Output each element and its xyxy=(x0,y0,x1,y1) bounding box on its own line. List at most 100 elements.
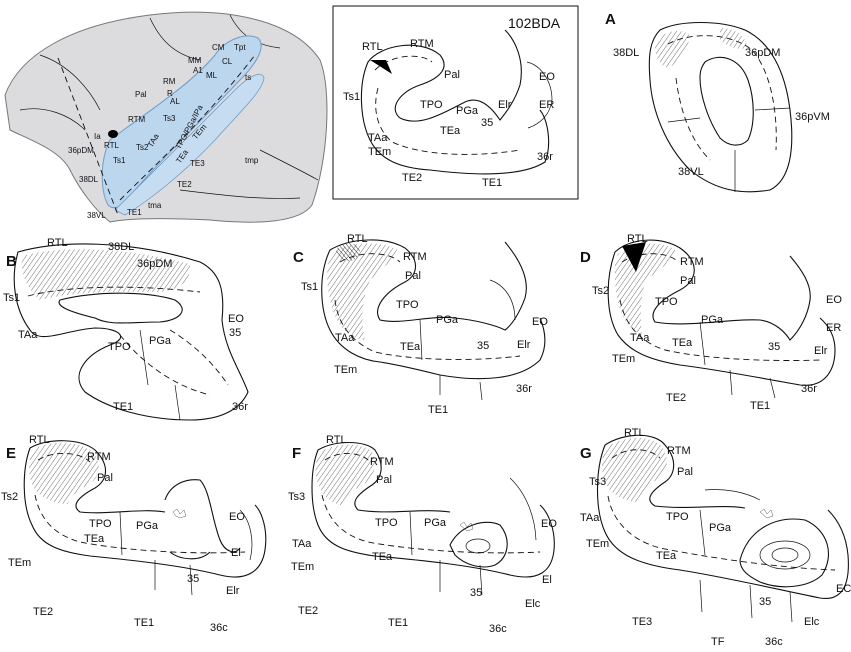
panel-label: Pal xyxy=(680,275,696,287)
panel-label: 36c xyxy=(765,636,783,648)
section-border xyxy=(119,511,193,596)
panel-label: Elc xyxy=(804,616,820,628)
panel-letter: A xyxy=(605,11,616,28)
section-outline xyxy=(23,440,267,578)
brain-label: tma xyxy=(148,201,162,210)
panel-label: 35 xyxy=(477,340,489,352)
panel-label: TEm xyxy=(334,364,357,376)
inset-label: EO xyxy=(539,71,555,83)
section-dash xyxy=(667,35,777,161)
panel-label: 35 xyxy=(229,327,241,339)
panel-label: RTL xyxy=(47,237,68,249)
label-fibers xyxy=(614,243,676,335)
panel-labels: RTL RTM Pal Ts1 TPO PGa EO TAa TEa 35 El… xyxy=(301,233,548,416)
inset-rim xyxy=(704,489,761,501)
inset-panel: 102BDA RTL RTM Pal Ts1 TPO PGa Elr EO ER… xyxy=(332,5,579,200)
panel-label: Ts2 xyxy=(1,491,18,503)
panel-label: Elr xyxy=(814,345,828,357)
panel-label: RTL xyxy=(29,434,50,446)
panel-label: TEa xyxy=(656,550,677,562)
panel-label: 38DL xyxy=(108,241,134,253)
panel-label: TPO xyxy=(89,518,112,530)
panel-label: RTL xyxy=(627,233,648,245)
panel-label: TEa xyxy=(672,337,693,349)
label-fibers xyxy=(21,249,191,300)
panel-labels: 36pDM 38DL 36pVM 38VL xyxy=(613,47,830,178)
panel-label: EO xyxy=(532,316,548,328)
injection-core xyxy=(622,242,646,272)
brain-label: Ts3 xyxy=(163,114,176,123)
panel-label: 36pDM xyxy=(745,47,780,59)
panel-label: TE2 xyxy=(33,606,53,618)
panel-label: TE1 xyxy=(113,401,133,413)
section-outline xyxy=(13,243,249,421)
injection-core xyxy=(336,243,360,261)
panel-label: EO xyxy=(541,518,557,530)
inset-label: Ts1 xyxy=(343,91,360,103)
label-fibers xyxy=(327,243,398,340)
panel-label: TE1 xyxy=(388,617,408,629)
section-border xyxy=(699,321,776,399)
brain-label: 36pDM xyxy=(68,146,94,155)
inset-label: TE1 xyxy=(482,177,502,189)
panel-label: Elr xyxy=(517,339,531,351)
panel-label: TAa xyxy=(292,538,312,550)
panel-label: PGa xyxy=(436,314,459,326)
brain-label: Ts1 xyxy=(113,156,126,165)
panel-label: Ts1 xyxy=(301,281,318,293)
panel-label: 38VL xyxy=(678,166,704,178)
panel-label: TE1 xyxy=(428,404,448,416)
section-outline xyxy=(648,21,793,193)
panel-f: F RTL RTM Pal Ts3 TPO PGa EO TAa TEa TEm… xyxy=(288,434,557,635)
panel-label: Pal xyxy=(677,466,693,478)
injection-site xyxy=(108,130,118,138)
brain-label: RTL xyxy=(104,141,120,150)
inset-rim xyxy=(509,477,537,541)
inset-section-outline xyxy=(360,29,550,175)
panel-b: B RTL 38DL 36pDM Ts1 EO TAa 35 TPO PGa T… xyxy=(3,237,249,421)
brain-illustration: MM CM Tpt A1 CL RM ML ts R Pal AL RTM Ts… xyxy=(4,11,328,223)
inset-label: TEm xyxy=(368,146,391,158)
panel-label: RTL xyxy=(347,233,368,245)
panel-label: 36c xyxy=(210,622,228,634)
panel-label: TE2 xyxy=(298,605,318,617)
panel-label: TPO xyxy=(655,296,678,308)
brain-label: Tpt xyxy=(234,43,246,52)
panel-label: TE1 xyxy=(750,400,770,412)
inset-label: TPO xyxy=(420,99,443,111)
label-fibers xyxy=(315,444,375,506)
panel-letter: G xyxy=(580,445,592,462)
section-outline xyxy=(321,239,546,380)
section-dash xyxy=(27,286,229,396)
section-border xyxy=(409,511,483,596)
panel-label: 35 xyxy=(470,587,482,599)
panel-label: PGa xyxy=(424,517,447,529)
panel-label: RTL xyxy=(624,427,645,439)
section-inner xyxy=(58,292,183,324)
panel-label: TF xyxy=(711,636,725,648)
label-fibers xyxy=(654,28,748,68)
panel-label: 38DL xyxy=(613,47,639,59)
inset-rim xyxy=(489,279,516,321)
panel-e: E RTL RTM Pal Ts2 TPO PGa EO TEa El TEm … xyxy=(1,434,267,634)
inset-rim xyxy=(739,518,830,588)
brain-label: A1 xyxy=(193,66,203,75)
brain-label: RM xyxy=(163,77,176,86)
section-border xyxy=(667,107,791,192)
panel-label: 36r xyxy=(232,401,248,413)
panel-label: Ts3 xyxy=(288,491,305,503)
panel-label: Ts3 xyxy=(589,476,606,488)
panel-label: TPO xyxy=(375,517,398,529)
section-border xyxy=(699,509,793,623)
section-border xyxy=(419,319,483,401)
panel-a: A 36pDM 38DL 36pVM 38VL xyxy=(605,11,830,193)
inset-label: RTL xyxy=(362,41,383,53)
panel-label: RTM xyxy=(667,445,691,457)
panel-label: PGa xyxy=(709,522,732,534)
fiber-patch xyxy=(759,508,774,519)
panel-label: 36pVM xyxy=(795,111,830,123)
panel-label: Pal xyxy=(405,270,421,282)
inset-label: TEa xyxy=(440,125,461,137)
inset-label: ER xyxy=(539,99,554,111)
